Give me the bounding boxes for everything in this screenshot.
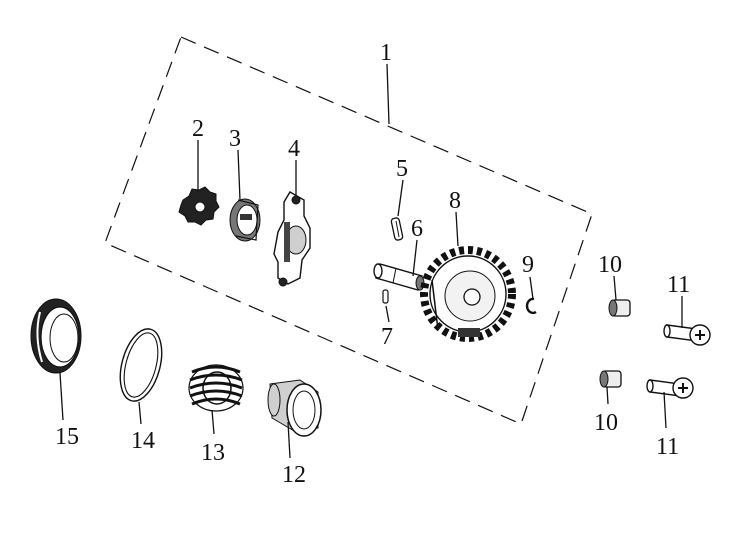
callout-4: 4 [288,136,300,162]
part-13-spring [188,364,244,412]
part-7-small-pin [382,289,389,304]
part-2-small-gear [178,186,220,226]
leader-14 [138,401,142,425]
leader-5 [397,179,404,217]
part-9-clip [525,297,537,315]
part-3-bearing [229,198,261,242]
leader-6 [412,239,418,277]
callout-7: 7 [381,324,393,350]
part-6-shaft [373,263,425,291]
callout-13: 13 [201,440,225,466]
callout-5: 5 [396,156,408,182]
callout-15: 15 [55,424,79,450]
callout-6: 6 [411,216,423,242]
leader-lines [59,63,683,459]
callout-3: 3 [229,126,241,152]
callout-14: 14 [131,428,155,454]
part-8-large-gear [420,246,516,342]
leader-13 [211,409,215,435]
leader-11b [663,391,667,429]
part-11-bolt-lower [646,377,694,399]
part-14-o-ring [119,328,163,402]
leader-8 [455,211,459,247]
leader-10a [613,275,617,301]
callout-11-lower: 11 [656,434,679,460]
assembly-group-boundary [104,36,593,425]
callout-10-upper: 10 [598,252,622,278]
part-4-bracket [273,191,311,287]
leader-15 [59,372,64,421]
callout-8: 8 [449,188,461,214]
part-15-oil-seal [30,298,82,374]
leader-9 [529,276,534,300]
part-11-bolt-upper [663,324,711,346]
leader-3 [237,149,241,201]
callout-1: 1 [380,40,392,66]
leader-10b [606,386,609,405]
callout-9: 9 [522,252,534,278]
callout-12: 12 [282,462,306,488]
part-10-dowel-upper [608,299,631,317]
callout-labels: 1 2 3 4 5 6 7 8 9 10 10 11 11 12 13 14 1… [55,40,690,488]
part-12-sleeve [267,379,322,437]
leader-12 [287,421,291,459]
part-5-spring-pin [390,217,404,241]
leader-7 [385,305,390,323]
leader-1 [386,63,390,125]
callout-10-lower: 10 [594,410,618,436]
part-10-dowel-lower [599,370,622,388]
callout-11-upper: 11 [667,272,690,298]
callout-2: 2 [192,116,204,142]
